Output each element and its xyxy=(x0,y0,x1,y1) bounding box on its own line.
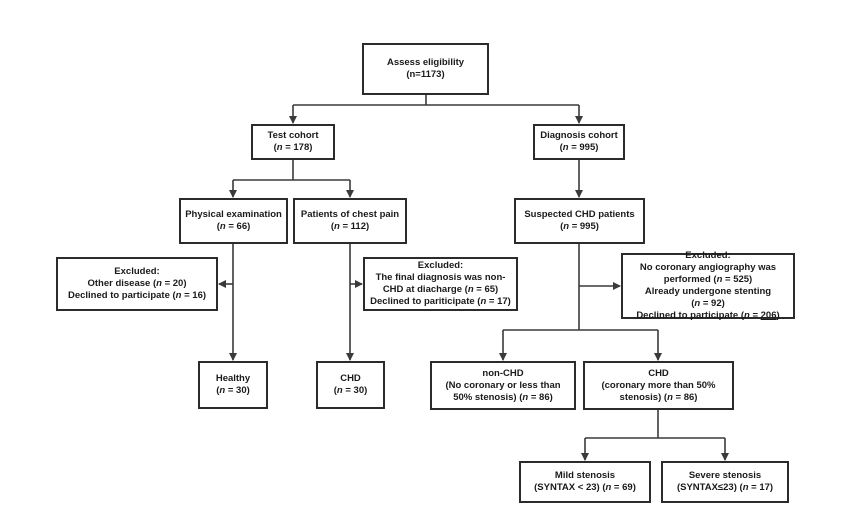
excluded-physical-line1: Other disease (n = 20) xyxy=(87,278,187,289)
excluded-physical-line2: Declined to participate (n = 16) xyxy=(67,290,207,301)
excluded-chest-line1: The final diagnosis was non- xyxy=(375,272,506,283)
chest-pain-title: Patients of chest pain xyxy=(300,209,400,220)
chd-test-count: (n = 30) xyxy=(333,385,368,396)
chest-pain-count: (n = 112) xyxy=(330,221,370,232)
chd-diag-line2: stenosis) (n = 86) xyxy=(619,391,698,403)
non-chd-line1: (No coronary or less than xyxy=(445,379,561,391)
chd-test-box: CHD (n = 30) xyxy=(316,361,385,409)
excluded-diag-title: Excluded: xyxy=(685,250,731,261)
excluded-diag-box: Excluded: No coronary angiography was pe… xyxy=(621,250,795,321)
assess-eligibility-box: Assess eligibility (n=1173) xyxy=(362,43,489,95)
physical-exam-count: (n = 66) xyxy=(216,221,251,232)
physical-exam-title: Physical examination xyxy=(185,209,282,220)
test-cohort-box: Test cohort (n = 178) xyxy=(251,124,335,160)
chd-diag-box: CHD (coronary more than 50% stenosis) (n… xyxy=(583,361,734,410)
suspected-chd-title: Suspected CHD patients xyxy=(524,209,635,220)
mild-stenosis-box: Mild stenosis (SYNTAX < 23) (n = 69) xyxy=(519,461,651,503)
test-cohort-count: (n = 178) xyxy=(273,142,313,153)
excluded-chest-title: Excluded: xyxy=(417,260,464,271)
severe-stenosis-box: Severe stenosis (SYNTAX≤23) (n = 17) xyxy=(661,461,789,503)
excluded-diag-line4: (n = 92) xyxy=(691,298,725,309)
assess-count: (n=1173) xyxy=(406,69,445,80)
non-chd-title: non-CHD xyxy=(482,367,524,379)
chd-test-title: CHD xyxy=(340,373,361,384)
suspected-chd-box: Suspected CHD patients (n = 995) xyxy=(514,198,645,244)
healthy-box: Healthy (n = 30) xyxy=(198,361,268,409)
physical-exam-box: Physical examination (n = 66) xyxy=(179,198,288,244)
excluded-physical-box: Excluded: Other disease (n = 20) Decline… xyxy=(56,257,218,311)
suspected-chd-count: (n = 995) xyxy=(560,221,599,232)
excluded-chest-line2: CHD at diacharge (n = 65) xyxy=(382,284,499,295)
excluded-physical-title: Excluded: xyxy=(114,266,160,277)
excluded-chest-line3: Declined to pariticipate (n = 17) xyxy=(370,296,511,307)
excluded-diag-line2: performed (n = 525) xyxy=(663,274,753,285)
chest-pain-box: Patients of chest pain (n = 112) xyxy=(293,198,407,244)
chd-diag-title: CHD xyxy=(648,367,669,379)
non-chd-box: non-CHD (No coronary or less than 50% st… xyxy=(430,361,576,410)
severe-stenosis-title: Severe stenosis xyxy=(688,470,762,481)
excluded-diag-line3: Already undergone stenting xyxy=(644,286,772,297)
excluded-diag-line1: No coronary angiography was xyxy=(639,262,777,273)
diagnosis-cohort-title: Diagnosis cohort xyxy=(540,130,618,141)
diagnosis-cohort-count: (n = 995) xyxy=(559,142,599,153)
mild-stenosis-title: Mild stenosis xyxy=(554,470,616,481)
test-cohort-title: Test cohort xyxy=(267,130,319,141)
diagnosis-cohort-box: Diagnosis cohort (n = 995) xyxy=(533,124,625,160)
excluded-chest-box: Excluded: The final diagnosis was non- C… xyxy=(363,257,518,311)
excluded-diag-line5: Declined to participate (n = 206) xyxy=(636,310,780,321)
healthy-count: (n = 30) xyxy=(216,385,250,396)
chd-diag-line1: (coronary more than 50% xyxy=(601,379,716,391)
assess-title: Assess eligibility xyxy=(386,57,465,68)
healthy-title: Healthy xyxy=(215,373,251,384)
severe-stenosis-count: (SYNTAX≤23) (n = 17) xyxy=(676,482,774,493)
mild-stenosis-count: (SYNTAX < 23) (n = 69) xyxy=(534,482,636,493)
non-chd-line2: 50% stenosis) (n = 86) xyxy=(453,391,553,403)
